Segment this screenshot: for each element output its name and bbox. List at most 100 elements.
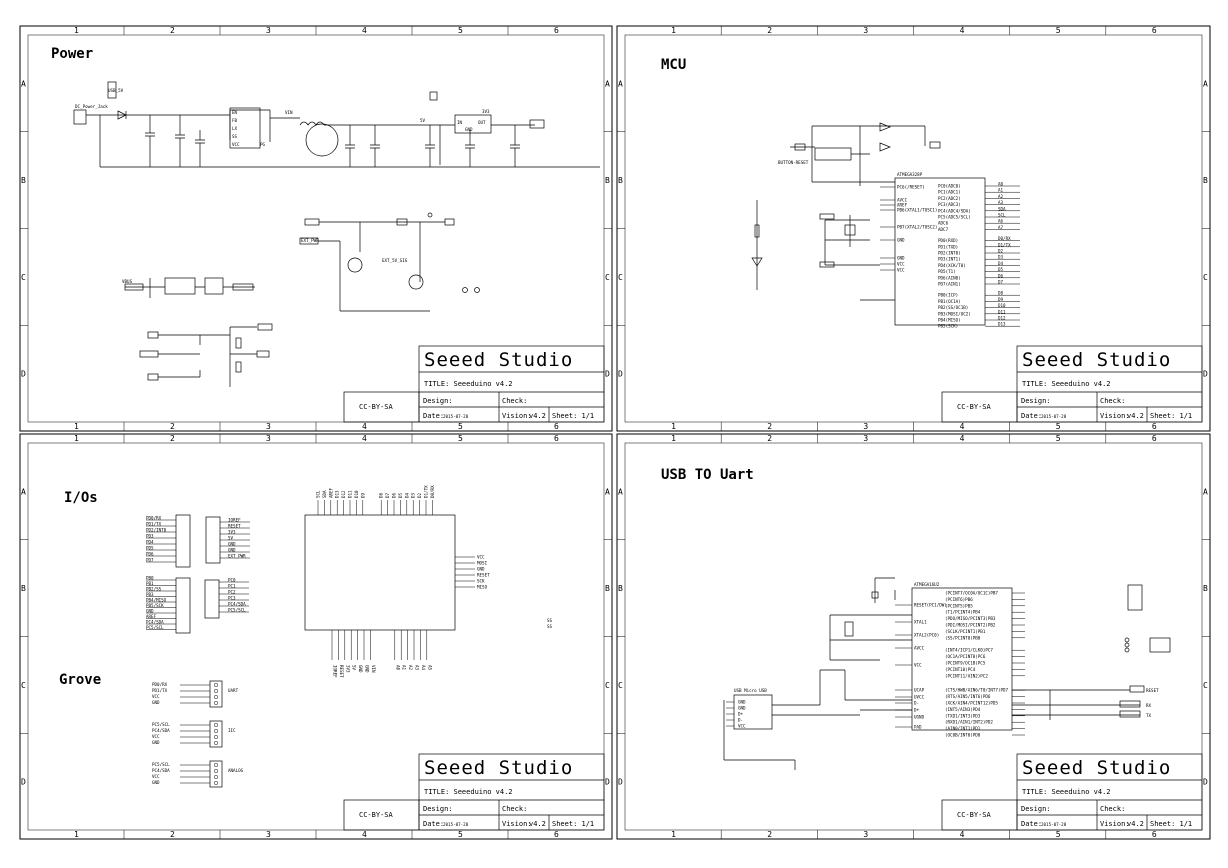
ruler-row: C	[21, 273, 26, 282]
mcu-pin-label: PC1(ADC1)	[938, 190, 961, 195]
mcu-pin-label: PD5(T1)	[938, 269, 956, 274]
usb-circuit: USB TO Uart USB Micro USB GNDGNDD+D-VCC …	[661, 467, 1171, 770]
power-net-label: VBUS	[122, 279, 133, 284]
header-pin-label: PB5/SCK	[146, 603, 164, 608]
io-net-label: A3	[415, 665, 420, 671]
io-net-label: GND	[365, 665, 370, 673]
mcu-pin-label: VCC	[897, 262, 905, 267]
mcu-pin-label: AREF	[897, 203, 908, 208]
ios-circuit: I/Os Grove PD0/RXPD1/TXPD2/INT0PD3PD4PD5…	[59, 485, 553, 788]
power-net-label: USB_5V	[108, 88, 124, 93]
svg-text:ATMEGA16U2: ATMEGA16U2	[914, 582, 940, 587]
svg-text:EXT_5V_SIG: EXT_5V_SIG	[382, 258, 408, 263]
mcu-pin-label: GND	[897, 256, 905, 261]
header-pin-label: PC2	[228, 590, 236, 595]
power-title: Power	[51, 46, 93, 62]
grove-pin-label: GND	[152, 700, 160, 705]
mcu-net-label: D6	[998, 273, 1004, 278]
check-label: Check:	[502, 397, 527, 405]
ruler-row: B	[21, 584, 26, 593]
mcu-pin-label: PC4(ADC4/SDA)	[938, 208, 971, 213]
ruler-col: 3	[863, 26, 868, 35]
mcu-pin-label: PD6(AIN0)	[938, 275, 961, 280]
mcu-pin-label: PD0(RXD)	[938, 238, 958, 243]
date-label: Date:	[1021, 820, 1042, 828]
header-pin-label: PD3	[146, 534, 154, 539]
svg-text:LX: LX	[232, 126, 238, 131]
sheet-number: Sheet: 1/1	[1150, 820, 1192, 828]
ruler-row: D	[618, 370, 623, 379]
ruler-row: B	[605, 176, 610, 185]
usb-chip-pin: UCAP	[914, 688, 925, 693]
header-pin-label: PD1/TX	[146, 522, 162, 527]
grove-pin-label: PC5/SCL	[152, 762, 170, 767]
ruler-row: D	[21, 370, 26, 379]
icsp-pin: GND	[477, 567, 485, 572]
usb-pin: GND	[738, 700, 746, 705]
usb-chip-pin: (RXD1/AIN1/INT2)PD2	[945, 720, 993, 725]
mcu-net-label: SCL	[998, 213, 1006, 218]
header-pin-label: PD7	[146, 558, 154, 563]
design-label: Design:	[423, 397, 453, 405]
mcu-net-label: A2	[998, 194, 1004, 199]
header-pin-label: PC1	[228, 584, 236, 589]
mcu-pin-label: PD1(TXD)	[938, 244, 958, 249]
grove-pin-label: GND	[152, 740, 160, 745]
svg-text:3V3: 3V3	[482, 109, 490, 114]
mcu-pin-label: PC5(ADC5/SCL)	[938, 215, 971, 220]
io-net-label: D8	[379, 492, 384, 498]
grove-pin-label: PD0/RX	[152, 682, 168, 687]
ruler-col: 6	[554, 26, 559, 35]
usb-net-label: TX	[1146, 713, 1152, 718]
header-pin-label: PD0/RX	[146, 516, 162, 521]
ruler-col: 1	[74, 434, 79, 443]
ruler-col: 1	[74, 422, 79, 431]
mcu-net-label: A3	[998, 200, 1004, 205]
ruler-col: 2	[767, 422, 772, 431]
usb-chip	[911, 587, 1013, 731]
header-pin-label: PC5/SCL	[146, 625, 164, 630]
license: CC-BY-SA	[359, 811, 394, 819]
check-label: Check:	[1100, 805, 1125, 813]
ruler-col: 5	[1056, 422, 1061, 431]
ruler-col: 5	[1056, 830, 1061, 839]
vision-value: v4.2	[529, 820, 546, 828]
io-net-label: 5V	[352, 665, 357, 671]
usb-title: USB TO Uart	[661, 467, 754, 483]
mcu-net-label: D2	[998, 249, 1004, 254]
ruler-col: 3	[863, 422, 868, 431]
header-pin-label: PC4/SDA	[228, 602, 246, 607]
sheet-title: TITLE: Seeeduino v4.2	[1022, 788, 1111, 796]
header-pin-label: PB2/SS	[146, 587, 162, 592]
svg-text:EN: EN	[232, 110, 238, 115]
date-value: 2015-07-28	[1041, 822, 1067, 827]
vision-value: v4.2	[529, 412, 546, 420]
usb-chip-pin: (PCINT9/OC1B)PC5	[945, 661, 986, 666]
mcu-pin-label: PC0(ADC0)	[938, 184, 961, 189]
check-label: Check:	[502, 805, 527, 813]
usb-chip-pin: (XCK/AIN4/PCINT12)PD5	[945, 701, 998, 706]
brand-name: Seeed Studio	[1022, 757, 1171, 779]
ruler-col: 5	[458, 26, 463, 35]
mcu-net-label: D12	[998, 316, 1006, 321]
icsp-pin: VCC	[477, 555, 485, 560]
ruler-row: A	[21, 79, 26, 88]
brand-name: Seeed Studio	[1022, 349, 1171, 371]
date-label: Date:	[423, 412, 444, 420]
io-net-label: D7	[385, 492, 390, 498]
mcu-pin-label: VCC	[897, 268, 905, 273]
vision-value: v4.2	[1127, 820, 1144, 828]
ruler-row: D	[1203, 370, 1208, 379]
vision-label: Vision:	[1100, 820, 1130, 828]
ruler-col: 1	[74, 830, 79, 839]
svg-text:EXT_PWR: EXT_PWR	[301, 238, 319, 243]
usb-chip-pin: (PCINT11/AIN2)PC2	[945, 673, 988, 678]
mcu-title: MCU	[661, 57, 686, 73]
svg-text:USB Micro USB: USB Micro USB	[734, 688, 767, 693]
io-net-label: IOREF	[333, 665, 338, 678]
ruler-col: 5	[1056, 434, 1061, 443]
vision-value: v4.2	[1127, 412, 1144, 420]
date-value: 2015-07-28	[1041, 414, 1067, 419]
grove-pin-label: PC4/SDA	[152, 728, 170, 733]
